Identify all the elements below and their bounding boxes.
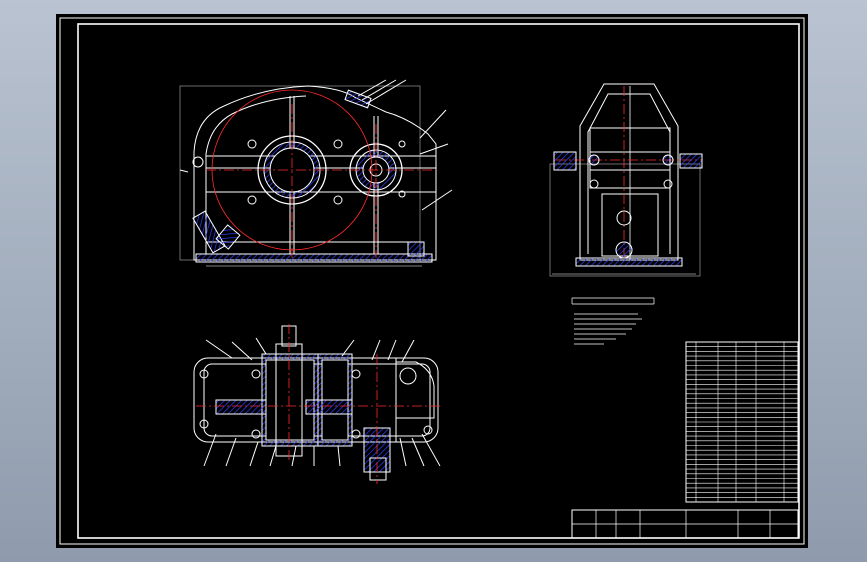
front-view [179, 79, 453, 267]
top-view [193, 324, 441, 484]
side-view [549, 83, 703, 277]
technical-notes [571, 297, 655, 345]
parts-list [685, 341, 799, 503]
inner-frame [77, 23, 800, 539]
drawing-sheet [56, 14, 808, 548]
title-block [571, 509, 799, 539]
gear-reducer-assembly-drawing [59, 17, 805, 545]
outer-frame [59, 17, 805, 545]
